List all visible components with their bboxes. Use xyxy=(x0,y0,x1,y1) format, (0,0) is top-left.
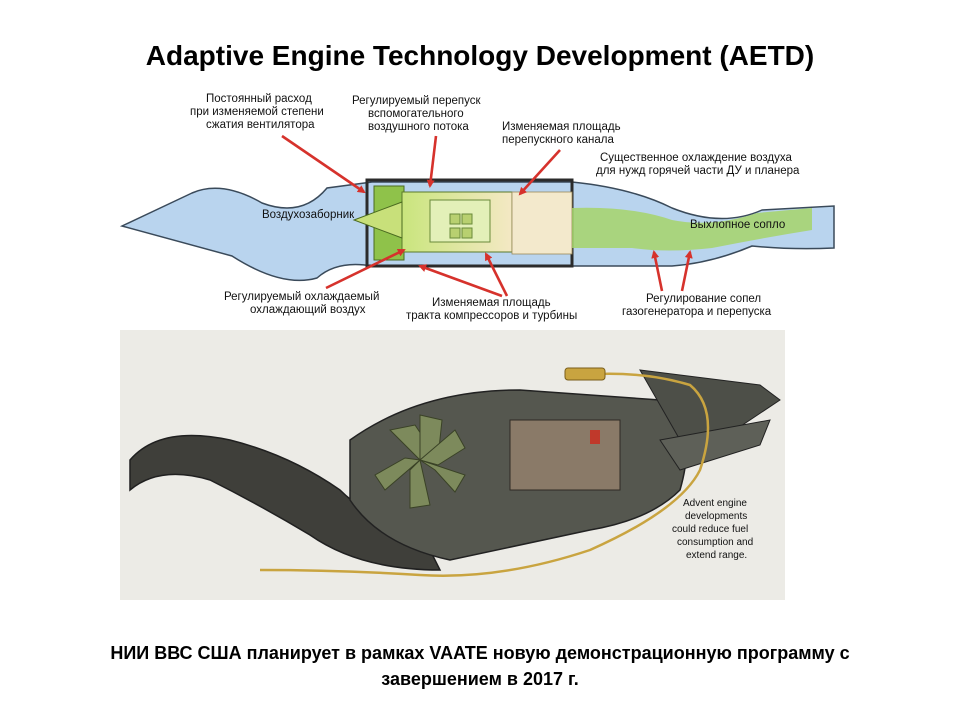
cooling-label-1: Существенное охлаждение воздуха xyxy=(600,152,792,164)
fan-flow-label-3: сжатия вентилятора xyxy=(206,119,315,131)
cooling-label-2: для нужд горячей части ДУ и планера xyxy=(596,165,800,177)
footer-line-2: завершением в 2017 г. xyxy=(381,669,579,689)
bypass-var-label-1: Регулируемый перепуск xyxy=(352,95,481,107)
fan-flow-label-1: Постоянный расход xyxy=(206,93,312,105)
callout-arrows xyxy=(281,134,693,298)
photo-caption-3: could reduce fuel xyxy=(672,524,748,535)
core-machinery xyxy=(509,419,621,491)
slide-title: Adaptive Engine Technology Development (… xyxy=(145,40,815,71)
photo-caption-5: extend range. xyxy=(686,550,747,561)
fuel-line xyxy=(259,372,710,577)
photo-caption-1: Advent engine xyxy=(683,498,747,509)
comp-area-label-2: тракта компрессоров и турбины xyxy=(406,310,577,322)
core-exhaust-flow xyxy=(572,207,812,251)
photo-caption-4: consumption and xyxy=(677,537,753,548)
engine-cutaway-illustration: Advent engine developments could reduce … xyxy=(120,330,785,600)
bypass-var-label-3: воздушного потока xyxy=(368,121,469,133)
inlet-label: Воздухозаборник xyxy=(262,209,355,221)
comp-area-label-1: Изменяемая площадь xyxy=(432,297,551,309)
inlet-duct xyxy=(129,434,442,571)
exhaust-nozzle xyxy=(639,369,781,441)
fan-flow-label-2: при изменяемой степени xyxy=(190,106,324,118)
cooled-air-label-2: охлаждающий воздух xyxy=(250,304,366,316)
fan-blades xyxy=(374,414,466,509)
nozzle-label: Выхлопное сопло xyxy=(690,219,785,231)
photo-caption-2: developments xyxy=(685,511,747,522)
nozzle-reg-label-2: газогенератора и перепуска xyxy=(622,306,772,318)
bypass-area-label-1: Изменяемая площадь xyxy=(502,121,621,133)
bypass-area-label-2: перепускного канала xyxy=(502,134,614,146)
footer-text: НИИ ВВС США планирует в рамках VAATE нов… xyxy=(30,640,930,692)
footer-line-1: НИИ ВВС США планирует в рамках VAATE нов… xyxy=(110,643,850,663)
cooled-air-label-1: Регулируемый охлаждаемый xyxy=(224,291,379,303)
bypass-var-label-2: вспомогательного xyxy=(368,108,464,120)
nozzle-reg-label-1: Регулирование сопел xyxy=(646,293,761,305)
inlet-spinner xyxy=(352,201,403,239)
engine-schematic-diagram: Воздухозаборник Выхлопное сопло Постоянн… xyxy=(112,88,840,326)
